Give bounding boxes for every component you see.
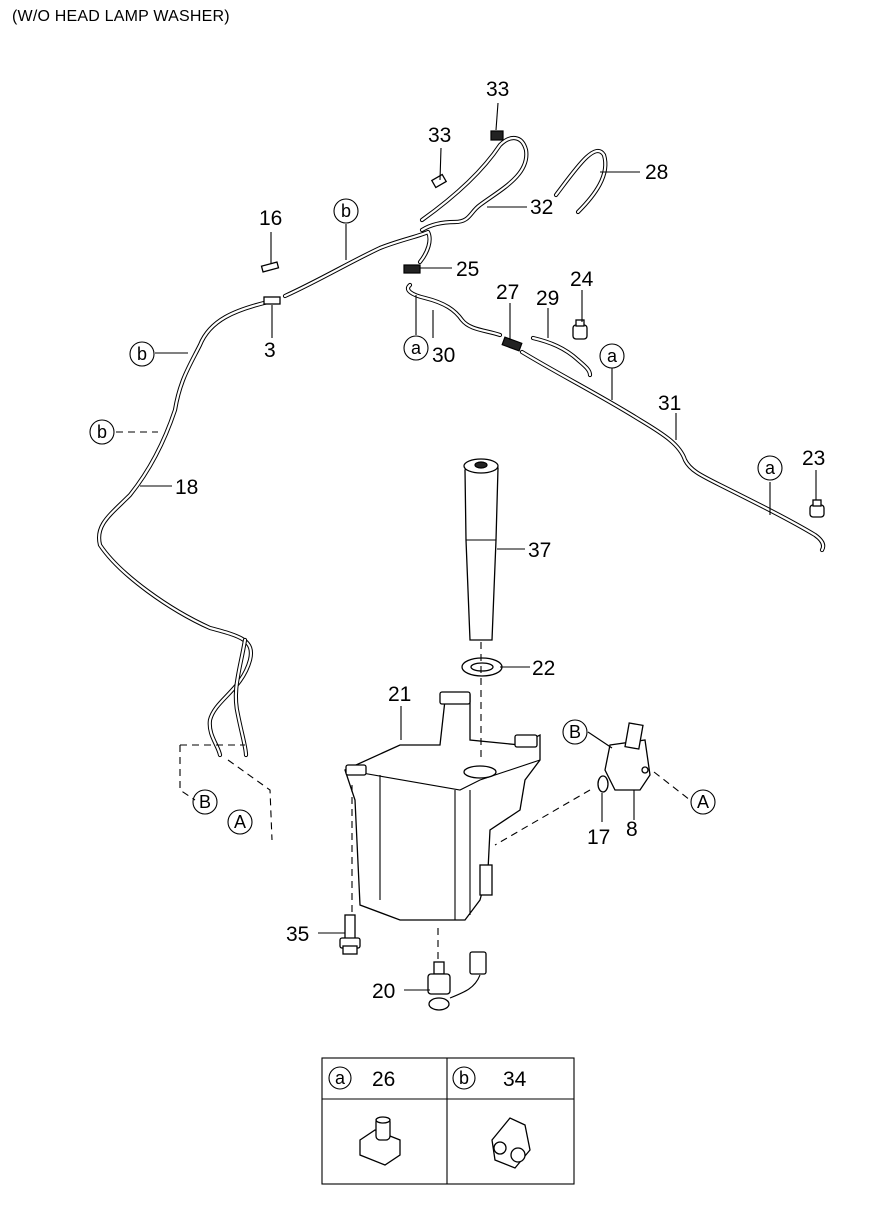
hose-32 [419,136,529,233]
label-8: 8 [626,818,638,841]
ref-a-1: a [411,338,422,358]
label-25: 25 [456,258,479,281]
nozzle-24 [572,319,588,340]
label-24: 24 [570,268,594,291]
label-20: 20 [372,980,395,1003]
bolt-35 [339,914,361,955]
label-32: 32 [530,196,553,219]
ref-a-2: a [607,346,618,366]
connector-27 [501,336,523,352]
clip-26-icon [359,1116,401,1166]
grommet-17 [597,775,609,793]
diagram-header: (W/O HEAD LAMP WASHER) [12,8,230,25]
hose-28 [553,148,608,215]
ref-A-hose: A [234,812,246,832]
hose-30 [405,282,503,338]
label-18: 18 [175,476,198,499]
label-23: 23 [802,447,825,470]
legend-part-34: 34 [503,1068,527,1091]
nozzle-23 [809,499,825,518]
ref-b-1: b [341,201,351,221]
legend-letter-a: a [335,1068,346,1088]
connector-25 [403,264,421,274]
hose-31 [519,349,826,553]
hose-b-segment [282,229,432,299]
reference-circles: b b b a a a B A B A [89,198,783,835]
label-3: 3 [264,339,276,362]
legend-part-26: 26 [372,1068,395,1091]
clip-33b [490,130,504,141]
connector-3 [263,296,281,305]
label-33b: 33 [486,78,509,101]
label-35: 35 [286,923,309,946]
fitting-16 [260,261,280,273]
clip-34-icon [491,1117,531,1169]
motor-8 [604,722,651,791]
hose-18 [96,299,271,758]
ref-B-motor: B [569,722,581,742]
ref-B-hose: B [199,792,211,812]
label-21: 21 [388,683,411,706]
legend-letter-b: b [459,1068,469,1088]
ref-a-3: a [765,458,776,478]
label-37: 37 [528,539,551,562]
label-22: 22 [532,657,555,680]
ref-A-motor: A [697,792,709,812]
callout-labels: 33 33 28 32 16 25 27 29 24 3 30 31 18 23… [175,78,825,1003]
label-28: 28 [645,161,668,184]
pump-20 [427,951,487,1011]
label-30: 30 [432,344,455,367]
label-31: 31 [658,392,681,415]
seal-22 [461,657,503,677]
label-16: 16 [259,207,282,230]
label-33a: 33 [428,124,451,147]
clip-33a [430,173,448,189]
label-29: 29 [536,287,559,310]
legend-table: a 26 b 34 [321,1057,575,1185]
reservoir-21 [344,691,541,921]
filler-neck-37 [463,458,499,641]
ref-b-3: b [97,422,107,442]
ref-b-2: b [137,344,147,364]
hose-29 [530,335,593,378]
label-17: 17 [587,826,610,849]
leader-lines [116,102,817,991]
label-27: 27 [496,281,519,304]
